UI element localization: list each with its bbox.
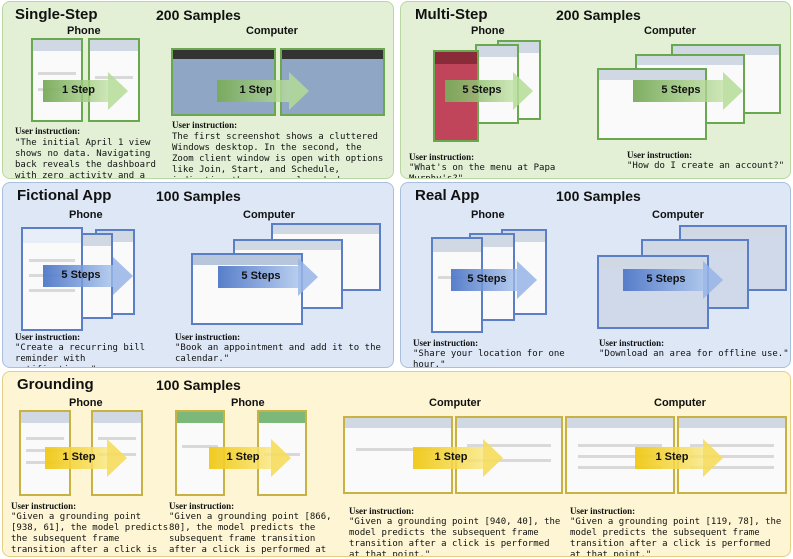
- grounding-panel: Grounding 100 Samples Phone 1 Step User …: [2, 371, 791, 557]
- phone-instruction-label: User instruction:: [413, 338, 479, 348]
- panel-title: Single-Step: [15, 6, 98, 23]
- panel-samples: 200 Samples: [556, 7, 641, 23]
- instruction-label: User instruction:: [349, 506, 415, 516]
- computer-instruction: "How do I create an account?": [627, 161, 785, 171]
- phone-label: Phone: [69, 209, 103, 221]
- real-app-panel: Real App 100 Samples Phone Computer 5 St…: [400, 182, 791, 368]
- computer-label: Computer: [246, 25, 298, 37]
- step-arrow: 5 Steps: [633, 72, 743, 110]
- computer-instruction: The first screenshot shows a cluttered W…: [172, 132, 384, 178]
- panel-samples: 100 Samples: [556, 188, 641, 204]
- computer-instruction-label: User instruction:: [627, 150, 693, 160]
- step-arrow: 1 Step: [43, 72, 128, 110]
- step-arrow: 5 Steps: [218, 258, 318, 296]
- step-arrow: 1 Step: [413, 439, 503, 477]
- phone-label: Phone: [69, 397, 103, 409]
- instruction-label: User instruction:: [169, 501, 235, 511]
- step-arrow: 5 Steps: [43, 257, 133, 295]
- computer-instruction: "Download an area for offline use.": [599, 349, 789, 359]
- phone-label: Phone: [67, 25, 101, 37]
- fictional-app-panel: Fictional App 100 Samples Phone Computer…: [2, 182, 394, 368]
- phone-instruction-label: User instruction:: [409, 152, 475, 162]
- step-arrow: 1 Step: [217, 72, 309, 110]
- phone-instruction-label: User instruction:: [15, 332, 81, 342]
- phone-label: Phone: [231, 397, 265, 409]
- phone-instruction: "What's on the menu at Papa Murphy's?": [409, 163, 556, 179]
- panel-title: Real App: [415, 187, 480, 204]
- phone-instruction: "Share your location for one hour.": [413, 349, 565, 368]
- computer-instruction-label: User instruction:: [175, 332, 241, 342]
- phone-label: Phone: [471, 209, 505, 221]
- panel-title: Fictional App: [17, 187, 112, 204]
- step-arrow: 1 Step: [209, 439, 291, 477]
- panel-samples: 100 Samples: [156, 377, 241, 393]
- panel-title: Grounding: [17, 376, 94, 393]
- instruction-label: User instruction:: [570, 506, 636, 516]
- phone-instruction: "Create a recurring bill reminder with n…: [15, 343, 146, 367]
- step-arrow: 1 Step: [45, 439, 127, 477]
- computer-screenshot: [565, 416, 675, 494]
- instruction: "Given a grounding point [119, 78], the …: [570, 517, 782, 557]
- multi-step-panel: Multi-Step 200 Samples Phone Computer 5 …: [400, 1, 791, 179]
- instruction: "Given a grounding point [938, 61], the …: [11, 512, 169, 555]
- step-arrow: 5 Steps: [445, 72, 533, 110]
- instruction: "Given a grounding point [940, 40], the …: [349, 517, 561, 557]
- computer-screenshot: [597, 68, 707, 140]
- step-arrow: 5 Steps: [623, 261, 723, 299]
- panel-title: Multi-Step: [415, 6, 488, 23]
- computer-label: Computer: [654, 397, 706, 409]
- computer-instruction-label: User instruction:: [599, 338, 665, 348]
- computer-instruction: "Book an appointment and add it to the c…: [175, 343, 381, 364]
- computer-instruction-label: User instruction:: [172, 120, 238, 130]
- step-arrow: 1 Step: [635, 439, 723, 477]
- computer-label: Computer: [429, 397, 481, 409]
- phone-instruction-label: User instruction:: [15, 126, 81, 136]
- panel-samples: 200 Samples: [156, 7, 241, 23]
- computer-label: Computer: [644, 25, 696, 37]
- panel-samples: 100 Samples: [156, 188, 241, 204]
- computer-label: Computer: [652, 209, 704, 221]
- computer-screenshot: [191, 253, 303, 325]
- computer-label: Computer: [243, 209, 295, 221]
- instruction-label: User instruction:: [11, 501, 77, 511]
- phone-label: Phone: [471, 25, 505, 37]
- computer-screenshot: [597, 255, 709, 329]
- instruction: "Given a grounding point [866, 80], the …: [169, 512, 332, 555]
- single-step-panel: Single-Step 200 Samples Phone Computer 1…: [2, 1, 394, 179]
- step-arrow: 5 Steps: [451, 261, 537, 299]
- phone-instruction: "The initial April 1 view shows no data.…: [15, 138, 156, 179]
